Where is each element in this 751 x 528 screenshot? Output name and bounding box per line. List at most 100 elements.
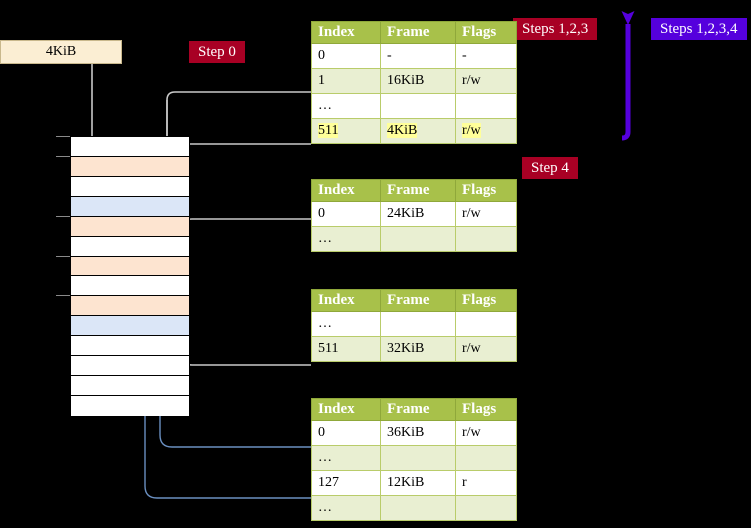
column-header-frame: Frame (380, 398, 456, 421)
table-row: … (311, 445, 517, 471)
table-row: … (311, 495, 517, 521)
cell-frame: 36KiB (380, 420, 456, 446)
cell-index: 0 (311, 420, 381, 446)
cell-text: r (462, 475, 467, 490)
cell-text: r/w (462, 425, 481, 440)
table-row: … (311, 226, 517, 252)
cell-text: r/w (462, 206, 481, 221)
column-header-frame: Frame (380, 179, 456, 202)
cell-flags: r/w (455, 68, 517, 94)
cell-text: 511 (318, 123, 339, 138)
cell-frame: 16KiB (380, 68, 456, 94)
column-header-flags: Flags (455, 398, 517, 421)
cell-text: … (318, 450, 332, 465)
memory-row-tick (56, 295, 70, 296)
cell-text: 24KiB (387, 206, 425, 221)
table-row: 1 16KiB r/w (311, 68, 517, 94)
cell-index: … (311, 93, 381, 119)
memory-frame-row (71, 276, 189, 297)
cell-flags (455, 445, 517, 471)
cell-frame: 24KiB (380, 201, 456, 227)
cell-index: 1 (311, 68, 381, 94)
cell-frame (380, 226, 456, 252)
cell-flags (455, 226, 517, 252)
bracket-steps-1234 (621, 11, 635, 141)
table-row: 127 12KiB r (311, 470, 517, 496)
column-header-flags: Flags (455, 21, 517, 44)
cell-index: … (311, 311, 381, 337)
cell-flags: r/w (455, 201, 517, 227)
cell-frame (380, 445, 456, 471)
column-header-index: Index (311, 289, 381, 312)
memory-frame-row (71, 395, 189, 416)
column-header-flags: Flags (455, 179, 517, 202)
table-row: 511 32KiB r/w (311, 336, 517, 362)
cell-text: 0 (318, 425, 325, 440)
cell-text: 1 (318, 73, 325, 88)
cell-text: 511 (318, 341, 339, 356)
memory-frame-row (71, 376, 189, 396)
cell-text: … (318, 500, 332, 515)
memory-frame-row (71, 216, 189, 237)
cell-text: … (318, 98, 332, 113)
cell-text: 0 (318, 206, 325, 221)
cell-index: … (311, 445, 381, 471)
cell-index: 127 (311, 470, 381, 496)
badge-steps-1234: Steps 1,2,3,4 (651, 18, 747, 40)
connector-table2-row0 (179, 218, 311, 254)
memory-row-tick (56, 216, 70, 217)
cell-frame: 4KiB (380, 118, 456, 144)
cell-flags: - (455, 43, 517, 69)
memory-frame-row (71, 356, 189, 377)
cell-text: 16KiB (387, 73, 425, 88)
column-header-index: Index (311, 21, 381, 44)
column-header-frame: Frame (380, 21, 456, 44)
table-row: 0 36KiB r/w (311, 420, 517, 446)
cell-frame (380, 311, 456, 337)
cell-index: 511 (311, 336, 381, 362)
memory-frame-row (71, 196, 189, 217)
cell-text: 4KiB (387, 123, 418, 138)
table-row: 0-- (311, 43, 517, 69)
memory-row-tick (56, 256, 70, 257)
badge-step-4: Step 4 (522, 157, 578, 179)
memory-frame-row (71, 336, 189, 357)
column-header-flags: Flags (455, 289, 517, 312)
memory-frame-row (71, 137, 189, 157)
cell-index: 0 (311, 201, 381, 227)
table-row: … (311, 311, 517, 337)
table-row: 0 24KiB r/w (311, 201, 517, 227)
memory-frame-row (71, 156, 189, 177)
connector-table1-row511 (175, 143, 311, 160)
memory-row-tick (56, 156, 70, 157)
cell-text: r/w (462, 123, 481, 138)
memory-row-tick (56, 136, 70, 137)
cell-text: … (318, 316, 332, 331)
cell-text: r/w (462, 73, 481, 88)
memory-frame-row (71, 296, 189, 317)
cell-index: … (311, 226, 381, 252)
cell-index: 0 (311, 43, 381, 69)
cell-text: 32KiB (387, 341, 425, 356)
cell-flags: r (455, 470, 517, 496)
cell-frame (380, 495, 456, 521)
memory-frame-row (71, 176, 189, 197)
cell-flags: r/w (455, 118, 517, 144)
column-header-index: Index (311, 179, 381, 202)
cell-frame (380, 93, 456, 119)
column-header-frame: Frame (380, 289, 456, 312)
cell-text: - (462, 48, 467, 63)
cell-flags (455, 495, 517, 521)
table-row: 511 4KiB r/w (311, 118, 517, 144)
cell-text: … (318, 231, 332, 246)
cell-text: 0 (318, 48, 325, 63)
memory-region-label: 4KiB (0, 40, 122, 64)
cell-flags: r/w (455, 336, 517, 362)
cell-text: 36KiB (387, 425, 425, 440)
cell-flags: r/w (455, 420, 517, 446)
cell-frame: 32KiB (380, 336, 456, 362)
cell-text: 12KiB (387, 475, 425, 490)
